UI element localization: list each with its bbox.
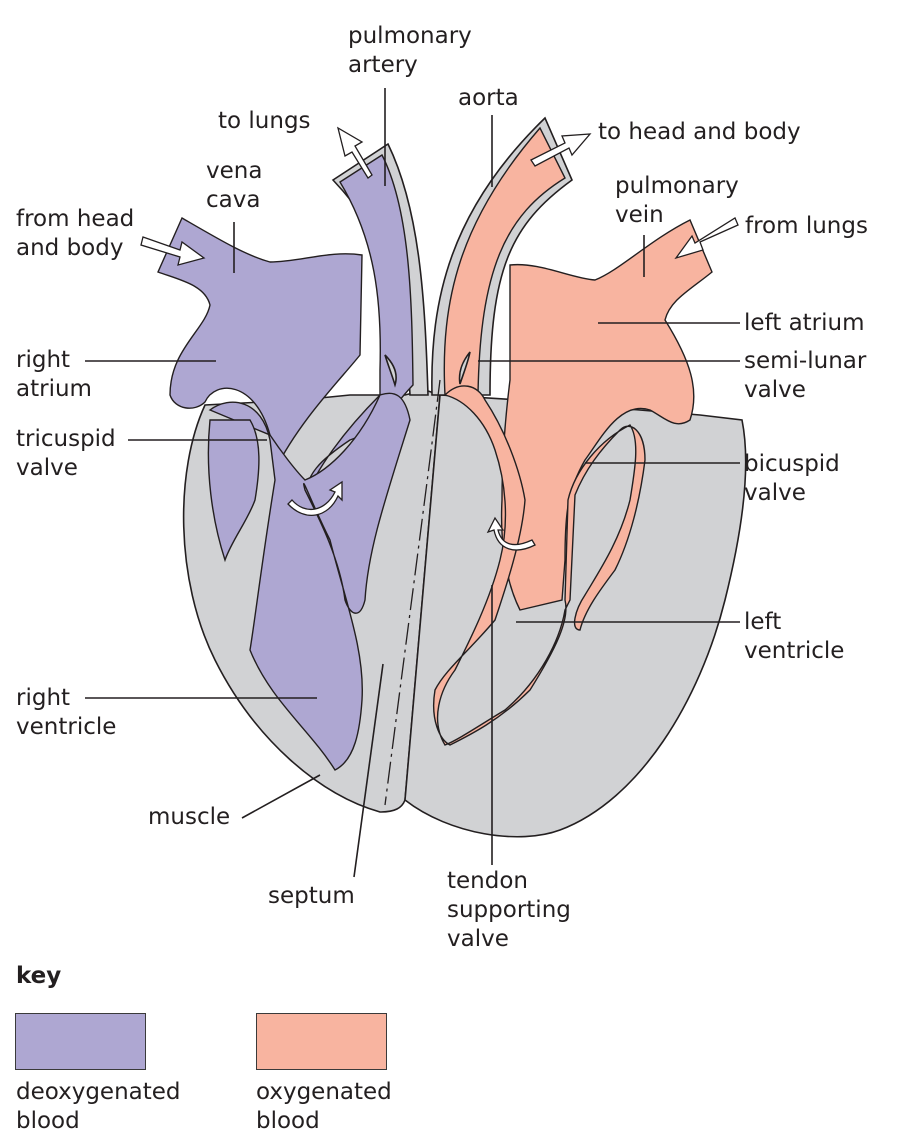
label-muscle: muscle bbox=[148, 804, 231, 830]
arrow-from-lungs bbox=[674, 217, 739, 260]
arrow-to-head-and-body bbox=[530, 133, 592, 167]
label-from-head-and-body: from head and body bbox=[16, 206, 135, 261]
key-swatch-oxygenated bbox=[256, 1013, 387, 1070]
leader-septum bbox=[353, 663, 384, 878]
key-title: key bbox=[16, 963, 62, 989]
label-left-atrium: left atrium bbox=[744, 310, 865, 336]
label-pulmonary-artery: pulmonary artery bbox=[348, 23, 472, 78]
left-ventricle-region bbox=[433, 385, 646, 746]
right-ventricle-wall-inner bbox=[207, 419, 260, 563]
arrow-left-ventricle-flow bbox=[486, 516, 536, 551]
arrow-right-ventricle-flow bbox=[287, 480, 343, 516]
arrow-from-head-and-body bbox=[140, 236, 206, 266]
label-right-ventricle: right ventricle bbox=[16, 685, 117, 740]
key-label-deoxygenated: deoxygenated blood bbox=[16, 1079, 181, 1134]
label-septum: septum bbox=[268, 883, 355, 909]
label-aorta: aorta bbox=[458, 85, 519, 111]
aorta-blood bbox=[443, 126, 566, 396]
label-tricuspid-valve: tricuspid valve bbox=[16, 426, 116, 481]
label-vena-cava: vena cava bbox=[206, 158, 263, 213]
label-right-atrium: right atrium bbox=[16, 347, 92, 402]
label-to-head-and-body: to head and body bbox=[598, 119, 801, 145]
label-from-lungs: from lungs bbox=[745, 213, 868, 239]
left-semilunar-valve bbox=[458, 351, 471, 385]
key-swatch-deoxygenated bbox=[15, 1013, 146, 1070]
label-to-lungs: to lungs bbox=[218, 108, 311, 134]
leader-muscle bbox=[241, 774, 321, 819]
right-semilunar-valve bbox=[384, 354, 397, 388]
right-ventricle-region bbox=[208, 392, 411, 771]
right-atrium-region bbox=[157, 217, 363, 473]
label-left-ventricle: left ventricle bbox=[744, 609, 845, 664]
arrow-to-lungs bbox=[336, 126, 373, 179]
label-bicuspid-valve: bicuspid valve bbox=[744, 451, 840, 506]
septum-line bbox=[384, 379, 441, 806]
label-semi-lunar-valve: semi-lunar valve bbox=[744, 348, 867, 403]
key-label-oxygenated: oxygenated blood bbox=[256, 1079, 392, 1134]
label-tendon-supporting-valve: tendon supporting valve bbox=[447, 868, 571, 952]
label-pulmonary-vein: pulmonary vein bbox=[615, 173, 739, 228]
